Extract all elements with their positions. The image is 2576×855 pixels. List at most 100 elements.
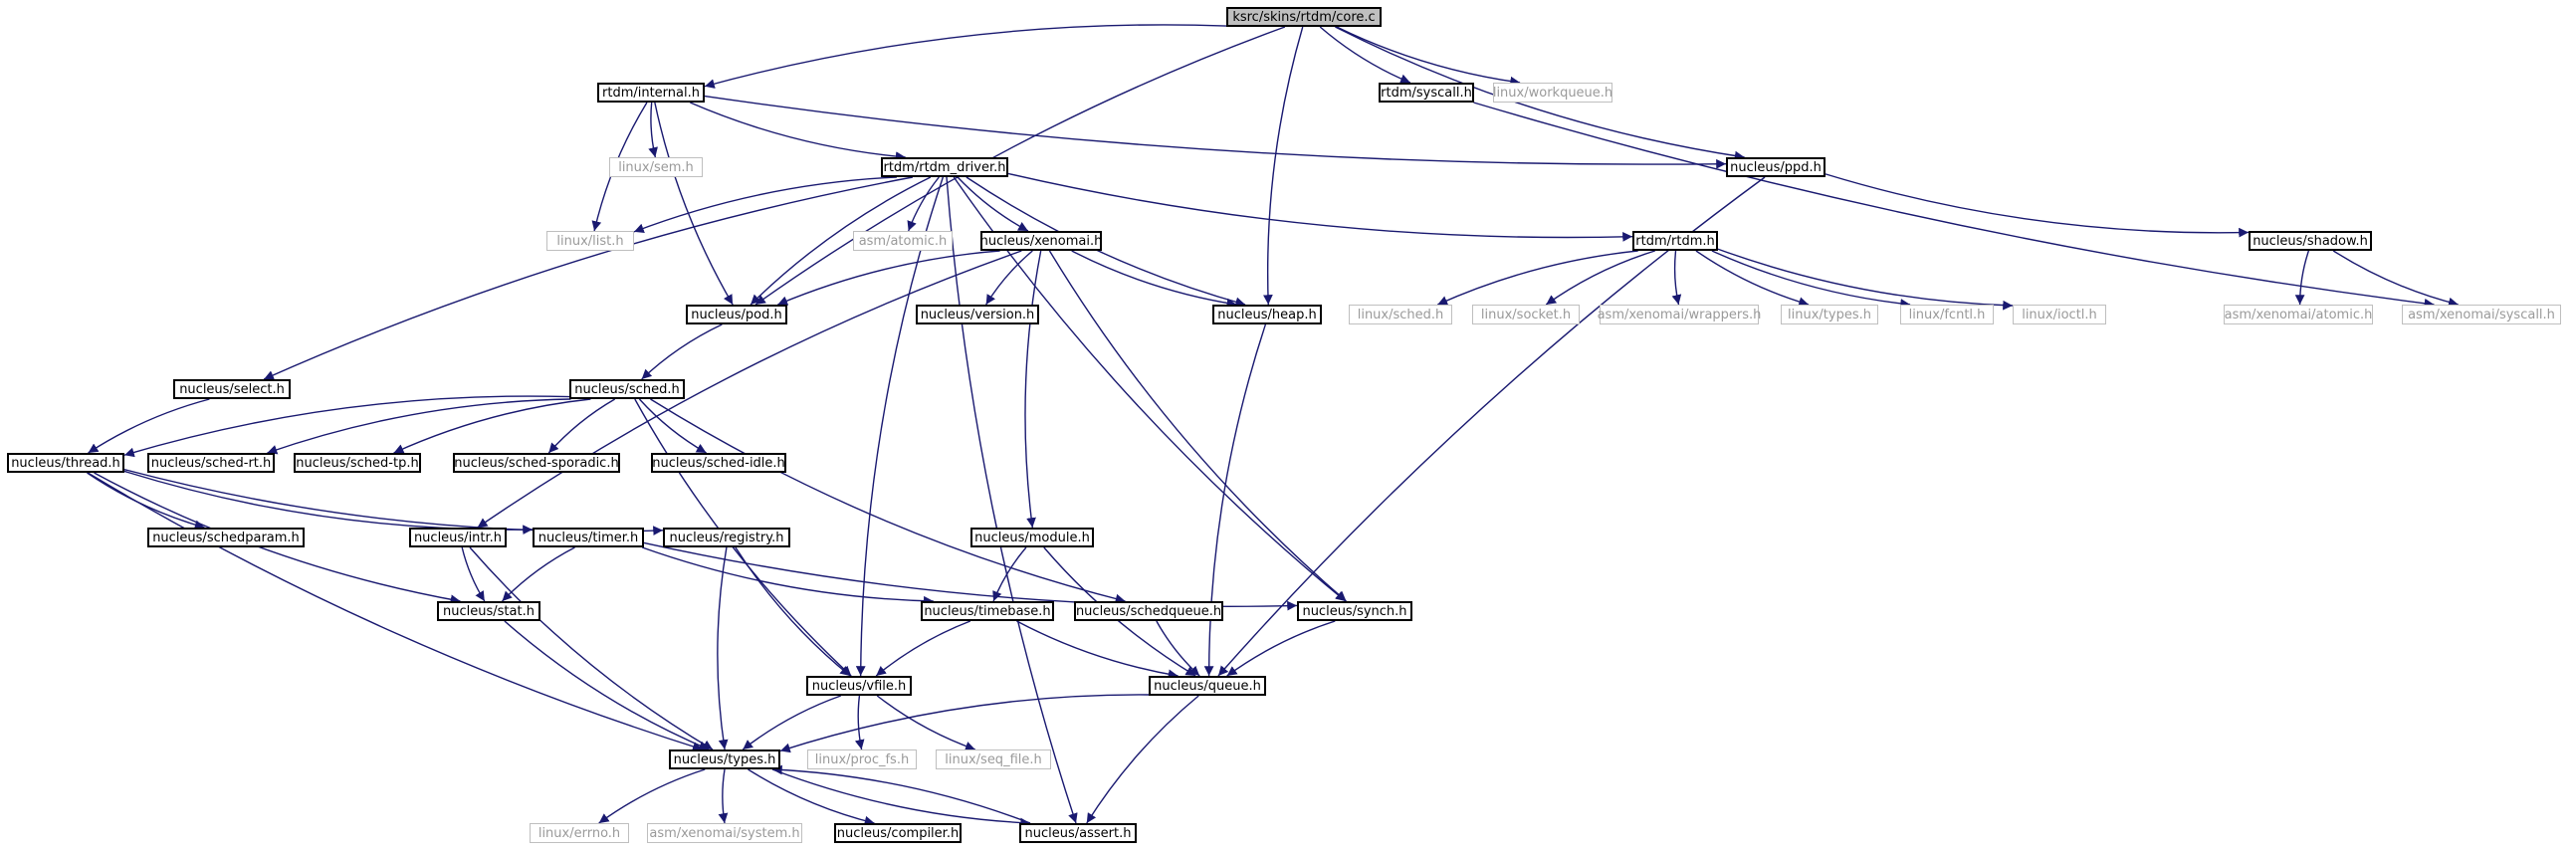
node-nucleus-compiler-h[interactable]: nucleus/compiler.h: [834, 823, 962, 843]
node-linux-workqueue-h[interactable]: linux/workqueue.h: [1493, 83, 1612, 103]
node-nucleus-registry-h[interactable]: nucleus/registry.h: [663, 528, 790, 547]
edge-internal-to-driver: [690, 102, 906, 161]
edge-internal-to-ppd: [704, 95, 1727, 169]
edge-registry-to-vfile: [735, 546, 851, 677]
edge-assert-to-types: [771, 764, 1031, 824]
edge-intr-to-stat: [461, 546, 486, 602]
edge-nsched-to-idle: [638, 398, 707, 454]
edge-syscall-to-xsyscall: [1473, 102, 2435, 309]
node-nucleus-shadow-h[interactable]: nucleus/shadow.h: [2249, 231, 2372, 251]
edge-driver-to-xenomai: [957, 176, 1029, 232]
edge-queue-to-types: [779, 694, 1150, 753]
node-nucleus-pod-h[interactable]: nucleus/pod.h: [686, 305, 787, 324]
node-core-c[interactable]: ksrc/skins/rtdm/core.c: [1226, 7, 1382, 27]
node-asm-xenomai-wrappers-h[interactable]: asm/xenomai/wrappers.h: [1598, 305, 1761, 324]
node-linux-list-h[interactable]: linux/list.h: [546, 231, 634, 251]
node-nucleus-timebase-h[interactable]: nucleus/timebase.h: [921, 601, 1054, 621]
edge-rtdm-to-lsched: [1437, 250, 1638, 306]
edge-driver-to-heap: [966, 176, 1246, 308]
edge-nsched-to-schedrt: [267, 398, 571, 455]
edge-rtdm-to-socket: [1545, 250, 1655, 306]
edge-vfile-to-seqfile: [876, 695, 975, 751]
edge-timer-to-synch: [643, 541, 1298, 611]
edge-types-to-compiler: [748, 768, 875, 826]
node-rtdm-rtdm-h[interactable]: rtdm/rtdm.h: [1632, 231, 1718, 251]
node-linux-ioctl-h[interactable]: linux/ioctl.h: [2013, 305, 2106, 324]
edge-thread-to-registry: [123, 468, 664, 535]
edge-xenomai-to-pod: [777, 250, 1000, 306]
edge-types-to-assert: [771, 768, 1031, 828]
edge-core-to-pod: [754, 26, 1286, 306]
edge-timebase-to-vfile: [875, 620, 971, 677]
edge-ppd-to-shadow: [1825, 173, 2250, 238]
edge-core-to-internal: [704, 24, 1227, 89]
edge-driver-to-pod: [750, 176, 932, 306]
node-asm-atomic-h[interactable]: asm/atomic.h: [853, 231, 953, 251]
node-nucleus-xenomai-h[interactable]: nucleus/xenomai.h: [980, 231, 1102, 251]
edge-driver-to-rtdm: [1007, 172, 1633, 242]
edge-timer-to-stat: [502, 546, 575, 602]
node-asm-xenomai-system-h[interactable]: asm/xenomai/system.h: [647, 823, 802, 843]
node-nucleus-sched-rt-h[interactable]: nucleus/sched-rt.h: [147, 453, 275, 473]
edge-internal-to-sem: [648, 102, 658, 158]
node-asm-xenomai-syscall-h[interactable]: asm/xenomai/syscall.h: [2402, 305, 2561, 324]
node-nucleus-synch-h[interactable]: nucleus/synch.h: [1297, 601, 1412, 621]
node-rtdm-driver-h[interactable]: rtdm/rtdm_driver.h: [881, 157, 1008, 177]
edge-types-to-errno: [598, 768, 706, 824]
node-nucleus-schedqueue-h[interactable]: nucleus/schedqueue.h: [1074, 601, 1223, 621]
node-rtdm-internal-h[interactable]: rtdm/internal.h: [597, 83, 705, 103]
node-nucleus-version-h[interactable]: nucleus/version.h: [916, 305, 1039, 324]
node-nucleus-intr-h[interactable]: nucleus/intr.h: [409, 528, 507, 547]
edge-timer-to-timebase: [641, 546, 934, 606]
node-nucleus-queue-h[interactable]: nucleus/queue.h: [1149, 676, 1266, 696]
edge-synch-to-queue: [1226, 620, 1336, 677]
edge-xenomai-to-synch: [1048, 250, 1347, 602]
node-nucleus-sched-sporadic-h[interactable]: nucleus/sched-sporadic.h: [453, 453, 620, 473]
edge-module-to-timebase: [992, 546, 1027, 602]
node-linux-fcntl-h[interactable]: linux/fcntl.h: [1900, 305, 1994, 324]
node-nucleus-stat-h[interactable]: nucleus/stat.h: [437, 601, 540, 621]
edge-internal-to-pod: [654, 102, 734, 306]
edge-types-to-xsystem: [718, 768, 729, 824]
node-nucleus-types-h[interactable]: nucleus/types.h: [669, 749, 780, 769]
node-linux-seq-file-h[interactable]: linux/seq_file.h: [936, 749, 1051, 769]
edge-select-to-thread: [88, 398, 210, 454]
edge-rtdm-to-ltypes: [1695, 250, 1810, 307]
node-nucleus-vfile-h[interactable]: nucleus/vfile.h: [806, 676, 912, 696]
node-nucleus-heap-h[interactable]: nucleus/heap.h: [1212, 305, 1322, 324]
node-nucleus-timer-h[interactable]: nucleus/timer.h: [533, 528, 644, 547]
node-nucleus-assert-h[interactable]: nucleus/assert.h: [1019, 823, 1137, 843]
node-linux-proc-fs-h[interactable]: linux/proc_fs.h: [807, 749, 917, 769]
node-nucleus-module-h[interactable]: nucleus/module.h: [970, 528, 1094, 547]
node-nucleus-ppd-h[interactable]: nucleus/ppd.h: [1726, 157, 1825, 177]
edge-thread-to-stat: [94, 472, 461, 605]
edge-registry-to-types: [717, 546, 729, 750]
node-linux-errno-h[interactable]: linux/errno.h: [530, 823, 629, 843]
edge-intr-to-types: [469, 546, 714, 750]
node-linux-sched-h[interactable]: linux/sched.h: [1349, 305, 1452, 324]
node-nucleus-schedparam-h[interactable]: nucleus/schedparam.h: [147, 528, 305, 547]
edge-heap-to-queue: [1203, 323, 1267, 677]
edge-queue-to-assert: [1086, 695, 1199, 824]
node-linux-socket-h[interactable]: linux/socket.h: [1472, 305, 1580, 324]
node-asm-xenomai-atomic-h[interactable]: asm/xenomai/atomic.h: [2224, 305, 2373, 324]
node-nucleus-thread-h[interactable]: nucleus/thread.h: [7, 453, 124, 473]
edge-schedqueue-to-queue: [1156, 620, 1200, 677]
node-nucleus-sched-idle-h[interactable]: nucleus/sched-idle.h: [651, 453, 786, 473]
node-linux-types-h[interactable]: linux/types.h: [1781, 305, 1878, 324]
edge-shadow-to-xsyscall: [2332, 250, 2459, 308]
edge-core-to-heap: [1262, 26, 1304, 306]
node-nucleus-select-h[interactable]: nucleus/select.h: [173, 379, 291, 399]
edge-driver-to-assert: [946, 176, 1078, 824]
edge-vfile-to-types: [742, 695, 841, 750]
node-nucleus-sched-tp-h[interactable]: nucleus/sched-tp.h: [294, 453, 421, 473]
edge-rtdm-to-wrappers: [1671, 250, 1682, 306]
edge-vfile-to-procfs: [854, 695, 865, 750]
edge-nsched-to-thread: [123, 395, 570, 458]
node-nucleus-sched-h[interactable]: nucleus/sched.h: [569, 379, 685, 399]
edge-thread-to-schedparam: [87, 472, 205, 531]
edge-rtdm-to-fcntl: [1711, 250, 1911, 309]
node-linux-sem-h[interactable]: linux/sem.h: [609, 157, 703, 177]
node-rtdm-syscall-h[interactable]: rtdm/syscall.h: [1379, 83, 1474, 103]
